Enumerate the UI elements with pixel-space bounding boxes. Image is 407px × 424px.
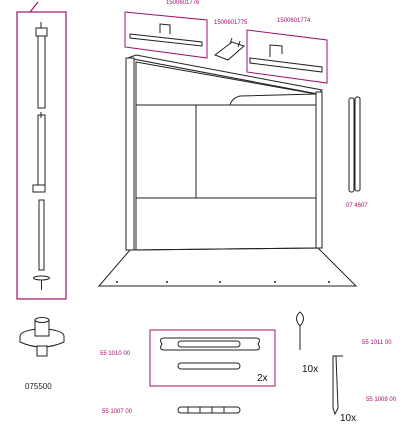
- roof-bracket-part: [213, 37, 245, 61]
- roof-profile-left-box: [124, 11, 208, 59]
- strap-bundle-parts: [160, 337, 260, 370]
- pole-assembly: [16, 1, 67, 300]
- ground-peg-part: [332, 355, 343, 416]
- hinge-base-part: [19, 317, 65, 357]
- roof-profile-right-label: 1500601774: [277, 18, 311, 24]
- single-strap-label: 55 1007 00: [102, 409, 133, 415]
- ground-sheet-dots: [116, 281, 330, 283]
- roof-bracket-label: 1500601775: [214, 20, 248, 26]
- strap-bundle-qty: 2x: [257, 373, 268, 384]
- side-tubes: [348, 96, 361, 193]
- middle-pole: [37, 114, 46, 186]
- roof-profile-left-part: [129, 23, 203, 47]
- lower-pole: [38, 199, 45, 271]
- pole-frame: [16, 11, 67, 300]
- roof-profile-right-box: [246, 29, 328, 84]
- strap-bundle-box: [149, 329, 276, 387]
- peg-hook-label: 55 1011 00: [362, 340, 392, 346]
- roof-profile-right-part: [249, 44, 323, 73]
- single-strap-part: [177, 406, 241, 414]
- ground-peg-label: 55 1009 00: [366, 397, 397, 403]
- peg-hook-qty: 10x: [302, 364, 319, 375]
- upper-pole: [37, 31, 46, 109]
- side-tube-label: 07 4607: [346, 203, 368, 209]
- pole-callout: [29, 1, 39, 13]
- hinge-base-label: 075500: [25, 382, 52, 391]
- roof-profile-left-label: 1500601776: [166, 0, 200, 6]
- peg-hook-part: [296, 311, 304, 350]
- ground-peg-qty: 10x: [340, 413, 357, 424]
- strap-bundle-label: 55 1010 00: [100, 351, 131, 357]
- tent-frame: [97, 54, 358, 287]
